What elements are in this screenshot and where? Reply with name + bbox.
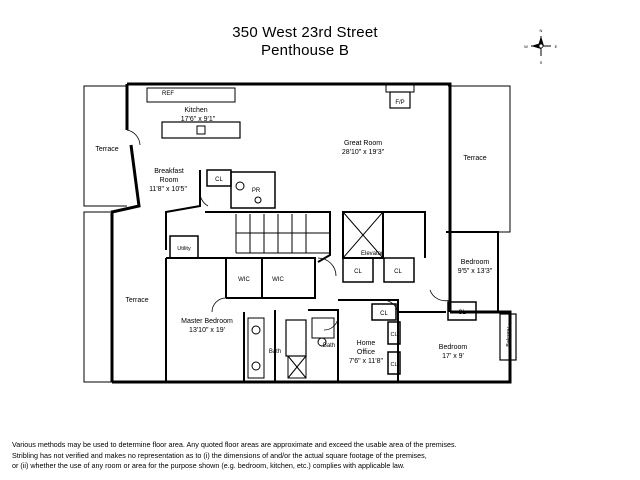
disclaimer-line-2: Stribling has not verified and makes no …	[12, 450, 427, 460]
terrace-nw-label: Terrace	[95, 146, 118, 153]
disclaimer: Various methods may be used to determine…	[12, 440, 632, 472]
bedroom-se-size: 17' x 9'	[442, 353, 464, 360]
terrace-sw-outline	[83, 211, 162, 383]
disclaimer-line-1: Various methods may be used to determine…	[12, 440, 457, 449]
bedroom-ne-name: Bedroom	[461, 259, 490, 266]
cl-elev2-label: CL	[394, 269, 402, 275]
unit-title: Penthouse B	[260, 42, 350, 59]
compass-e: E	[555, 44, 558, 49]
elevator-label: Elevator	[361, 251, 383, 257]
kitchen-size: 17'6" x 9'1"	[181, 116, 216, 123]
terrace-nw-outline	[83, 85, 127, 207]
compass-icon: N S E W	[524, 28, 558, 65]
interior-walls	[146, 84, 517, 382]
home-office-name2: Office	[357, 349, 375, 356]
bedroom-ne-size: 9'5" x 13'3"	[458, 268, 493, 275]
kitchen-name: Kitchen	[184, 107, 207, 114]
terraces	[83, 85, 511, 383]
pr-label: PR	[252, 188, 261, 194]
breakfast-size: 11'8" x 10'5"	[149, 186, 187, 193]
master-bedroom-name: Master Bedroom	[181, 318, 233, 325]
address-title: 350 West 23rd Street	[232, 24, 378, 41]
home-office-name: Home	[357, 340, 376, 347]
bedroom-se-name: Bedroom	[439, 344, 468, 351]
cl-office-side2-label: CL	[390, 362, 397, 368]
terrace-ne-label: Terrace	[463, 155, 486, 162]
ref-label: REF	[162, 91, 174, 97]
disclaimer-line-3: or (ii) whether the use of any room or a…	[12, 461, 405, 470]
wic1-label: WIC	[238, 277, 250, 283]
fp-label: F/P	[395, 100, 404, 106]
cl-breakfast-label: CL	[215, 177, 223, 183]
balcony-label: Balcony	[506, 327, 512, 347]
great-room-size: 28'10" x 19'3"	[342, 149, 385, 156]
breakfast-name: Breakfast	[154, 168, 184, 175]
breakfast-name2: Room	[160, 177, 179, 184]
great-room-name: Great Room	[344, 140, 382, 147]
compass-n: N	[540, 28, 543, 33]
cl-office-side1-label: CL	[390, 332, 397, 338]
wic2-label: WIC	[272, 277, 284, 283]
bath2-label: Bath	[323, 343, 335, 349]
cl-office-top-label: CL	[380, 311, 388, 317]
exterior-walls	[110, 82, 512, 384]
home-office-size: 7'6" x 11'8"	[349, 358, 383, 365]
cl-elev1-label: CL	[354, 269, 362, 275]
door-swings	[126, 129, 451, 331]
compass-s: S	[540, 60, 543, 65]
compass-w: W	[524, 44, 528, 49]
master-bedroom-size: 13'10" x 19'	[189, 327, 225, 334]
utility-label: Utility	[177, 246, 191, 252]
terrace-sw-label: Terrace	[125, 297, 148, 304]
bath1-label: Bath	[269, 349, 281, 355]
cl-bedroom-ne-label: CL	[458, 310, 466, 316]
